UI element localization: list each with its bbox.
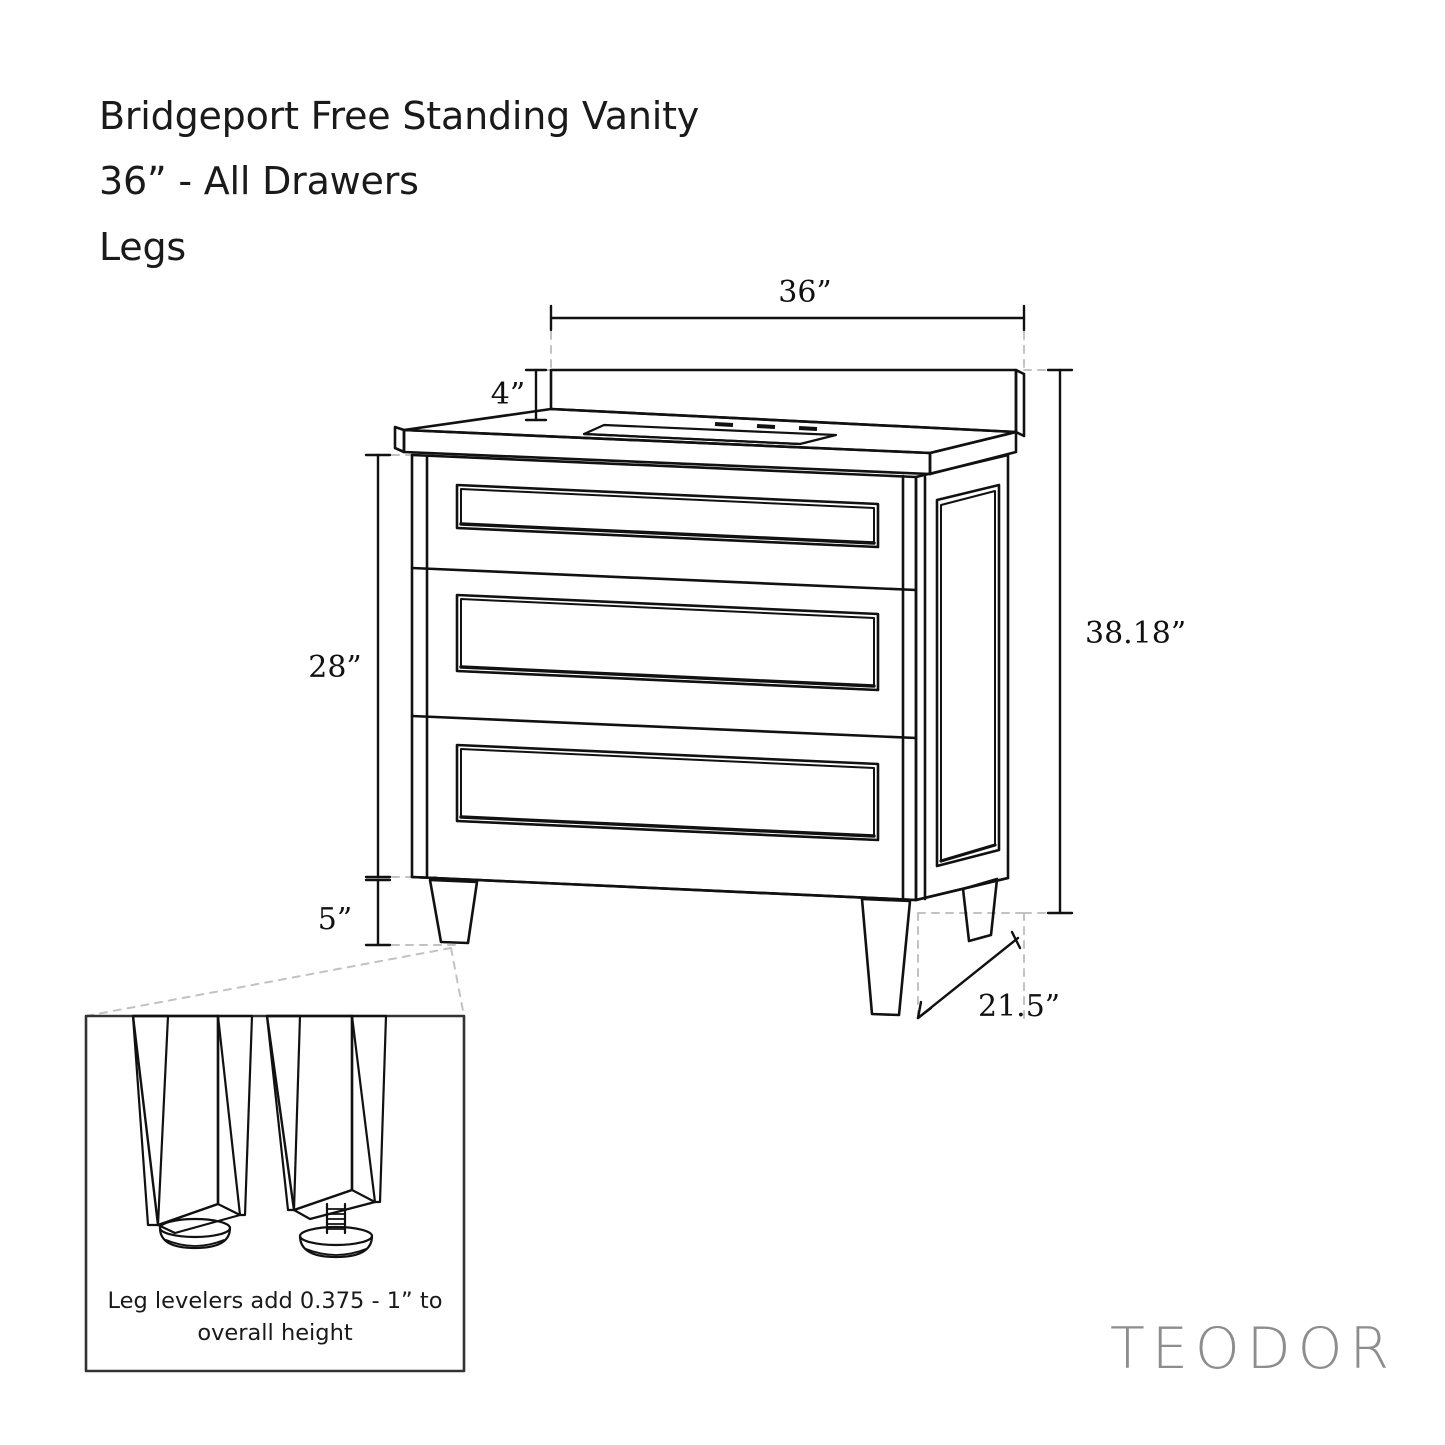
dimension-overall-height <box>1046 368 1074 915</box>
leg-leveler-caption-line-1: Leg levelers add 0.375 - 1” to <box>107 1288 443 1314</box>
leg-leveler-foot-extended <box>298 1202 374 1259</box>
dimension-leg-height <box>364 878 392 947</box>
dimension-backsplash <box>524 368 548 422</box>
faucet-holes <box>714 422 818 431</box>
integrated-sink-basin <box>582 423 838 446</box>
product-title-line-1: Bridgeport Free Standing Vanity <box>99 94 700 138</box>
countertop <box>393 407 1018 476</box>
dimension-label-overall-height: 38.18” <box>1085 616 1186 651</box>
legs <box>428 877 999 1017</box>
product-title-line-2: 36” - All Drawers <box>99 159 419 204</box>
dimension-label-leg-height: 5” <box>318 902 352 937</box>
drawer-front-middle <box>455 593 880 692</box>
dimension-width <box>549 304 1026 332</box>
leg-leveler-foot-retracted <box>158 1217 232 1250</box>
construction-lines <box>377 317 1061 1019</box>
dimension-cabinet-height <box>364 453 392 879</box>
dimension-label-cabinet-height: 28” <box>308 650 362 685</box>
product-title-line-3: Legs <box>99 224 187 269</box>
dimension-depth <box>916 930 1022 1020</box>
title-block: Bridgeport Free Standing Vanity 36” - Al… <box>99 84 999 280</box>
brand-logo: TEODOR <box>1110 1316 1397 1382</box>
dimension-label-depth: 21.5” <box>978 989 1060 1024</box>
dimension-label-backsplash: 4” <box>491 377 525 412</box>
leg-leveler-caption: Leg levelers add 0.375 - 1” to overall h… <box>86 1286 464 1350</box>
cabinet-body <box>410 453 1010 902</box>
dimension-label-width: 36” <box>778 275 832 310</box>
leg-leveler-caption-line-2: overall height <box>197 1319 353 1346</box>
drawer-dividers <box>410 566 918 740</box>
side-panel-recess <box>935 483 1001 868</box>
drawer-front-top <box>455 483 880 549</box>
leg-leveler-detail-drawing <box>131 1014 388 1259</box>
inset-leader-lines <box>85 947 465 1017</box>
drawer-front-bottom <box>455 743 880 842</box>
